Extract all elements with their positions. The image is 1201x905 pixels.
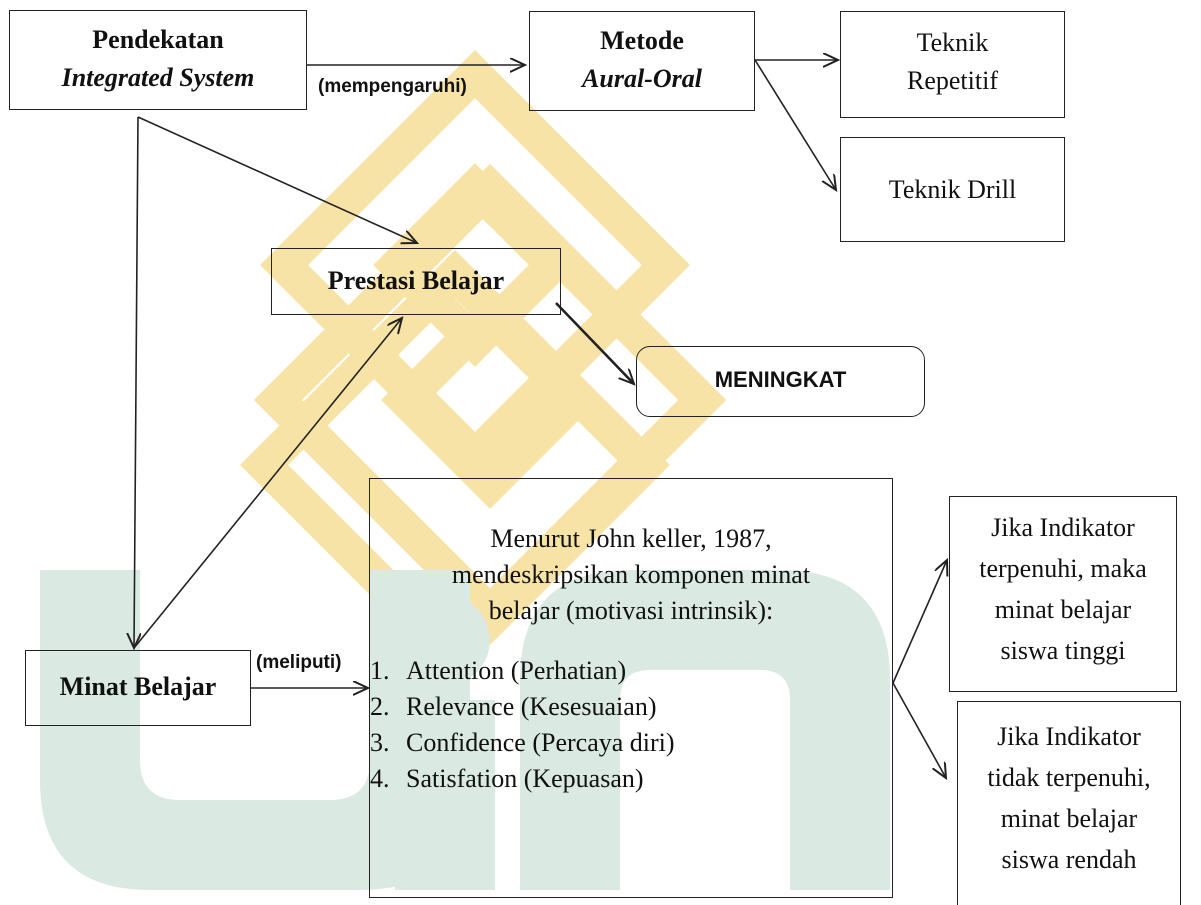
node-jika-tidak: Jika Indikator tidak terpenuhi, minat be…	[957, 701, 1181, 905]
keller-intro-line1: Menurut John keller, 1987,	[490, 524, 772, 553]
node-teknik-repetitif-line1: Teknik	[916, 28, 989, 57]
jika-tidak-line4: siswa rendah	[1001, 845, 1137, 874]
node-metode-line2: Aural-Oral	[582, 64, 702, 93]
watermark-green-letters	[40, 570, 890, 890]
jika-tidak-line1: Jika Indikator	[997, 722, 1141, 751]
keller-item-text: Satisfation (Kepuasan)	[406, 764, 644, 793]
node-keller: Menurut John keller, 1987, mendeskripsik…	[369, 478, 893, 898]
node-prestasi: Prestasi Belajar	[271, 248, 561, 315]
edge-label-meliputi: (meliputi)	[256, 652, 342, 673]
jika-tidak-line2: tidak terpenuhi,	[987, 763, 1151, 792]
node-meningkat-label: MENINGKAT	[714, 367, 847, 392]
node-teknik-repetitif-line2: Repetitif	[907, 66, 998, 95]
keller-intro-line2: mendeskripsikan komponen minat	[451, 560, 811, 589]
keller-item-num: 1.	[370, 656, 390, 685]
node-pendekatan-line2: Integrated System	[61, 63, 255, 92]
node-pendekatan: Pendekatan Integrated System	[9, 10, 307, 110]
jika-terpenuhi-line1: Jika Indikator	[991, 513, 1135, 542]
keller-item-num: 2.	[370, 692, 390, 721]
node-teknik-drill: Teknik Drill	[840, 137, 1065, 242]
keller-list-item: 4. Satisfation (Kepuasan)	[370, 761, 892, 797]
node-metode-line1: Metode	[600, 26, 684, 55]
node-teknik-drill-label: Teknik Drill	[888, 175, 1017, 204]
keller-list-item: 3. Confidence (Percaya diri)	[370, 725, 892, 761]
keller-intro-line3: belajar (motivasi intrinsik):	[488, 596, 774, 625]
keller-item-num: 4.	[370, 764, 390, 793]
jika-tidak-line3: minat belajar	[1000, 804, 1138, 833]
node-minat-label: Minat Belajar	[59, 672, 217, 701]
node-prestasi-label: Prestasi Belajar	[327, 266, 505, 295]
jika-terpenuhi-line2: terpenuhi, maka	[979, 554, 1147, 583]
node-teknik-repetitif: Teknik Repetitif	[840, 11, 1065, 118]
node-jika-terpenuhi: Jika Indikator terpenuhi, maka minat bel…	[949, 496, 1177, 692]
keller-list-item: 2. Relevance (Kesesuaian)	[370, 689, 892, 725]
keller-item-num: 3.	[370, 728, 390, 757]
jika-terpenuhi-line3: minat belajar	[994, 595, 1132, 624]
node-meningkat: MENINGKAT	[636, 346, 925, 417]
node-minat: Minat Belajar	[25, 650, 251, 726]
keller-list: 1. Attention (Perhatian) 2. Relevance (Kes…	[370, 653, 892, 797]
node-metode: Metode Aural-Oral	[529, 11, 755, 111]
jika-terpenuhi-line4: siswa tinggi	[1000, 636, 1126, 665]
keller-list-item: 1. Attention (Perhatian)	[370, 653, 892, 689]
keller-item-text: Relevance (Kesesuaian)	[406, 692, 657, 721]
edge-label-mempengaruhi: (mempengaruhi)	[318, 76, 467, 97]
node-pendekatan-line1: Pendekatan	[92, 25, 224, 54]
keller-item-text: Attention (Perhatian)	[406, 656, 627, 685]
keller-item-text: Confidence (Percaya diri)	[406, 728, 675, 757]
